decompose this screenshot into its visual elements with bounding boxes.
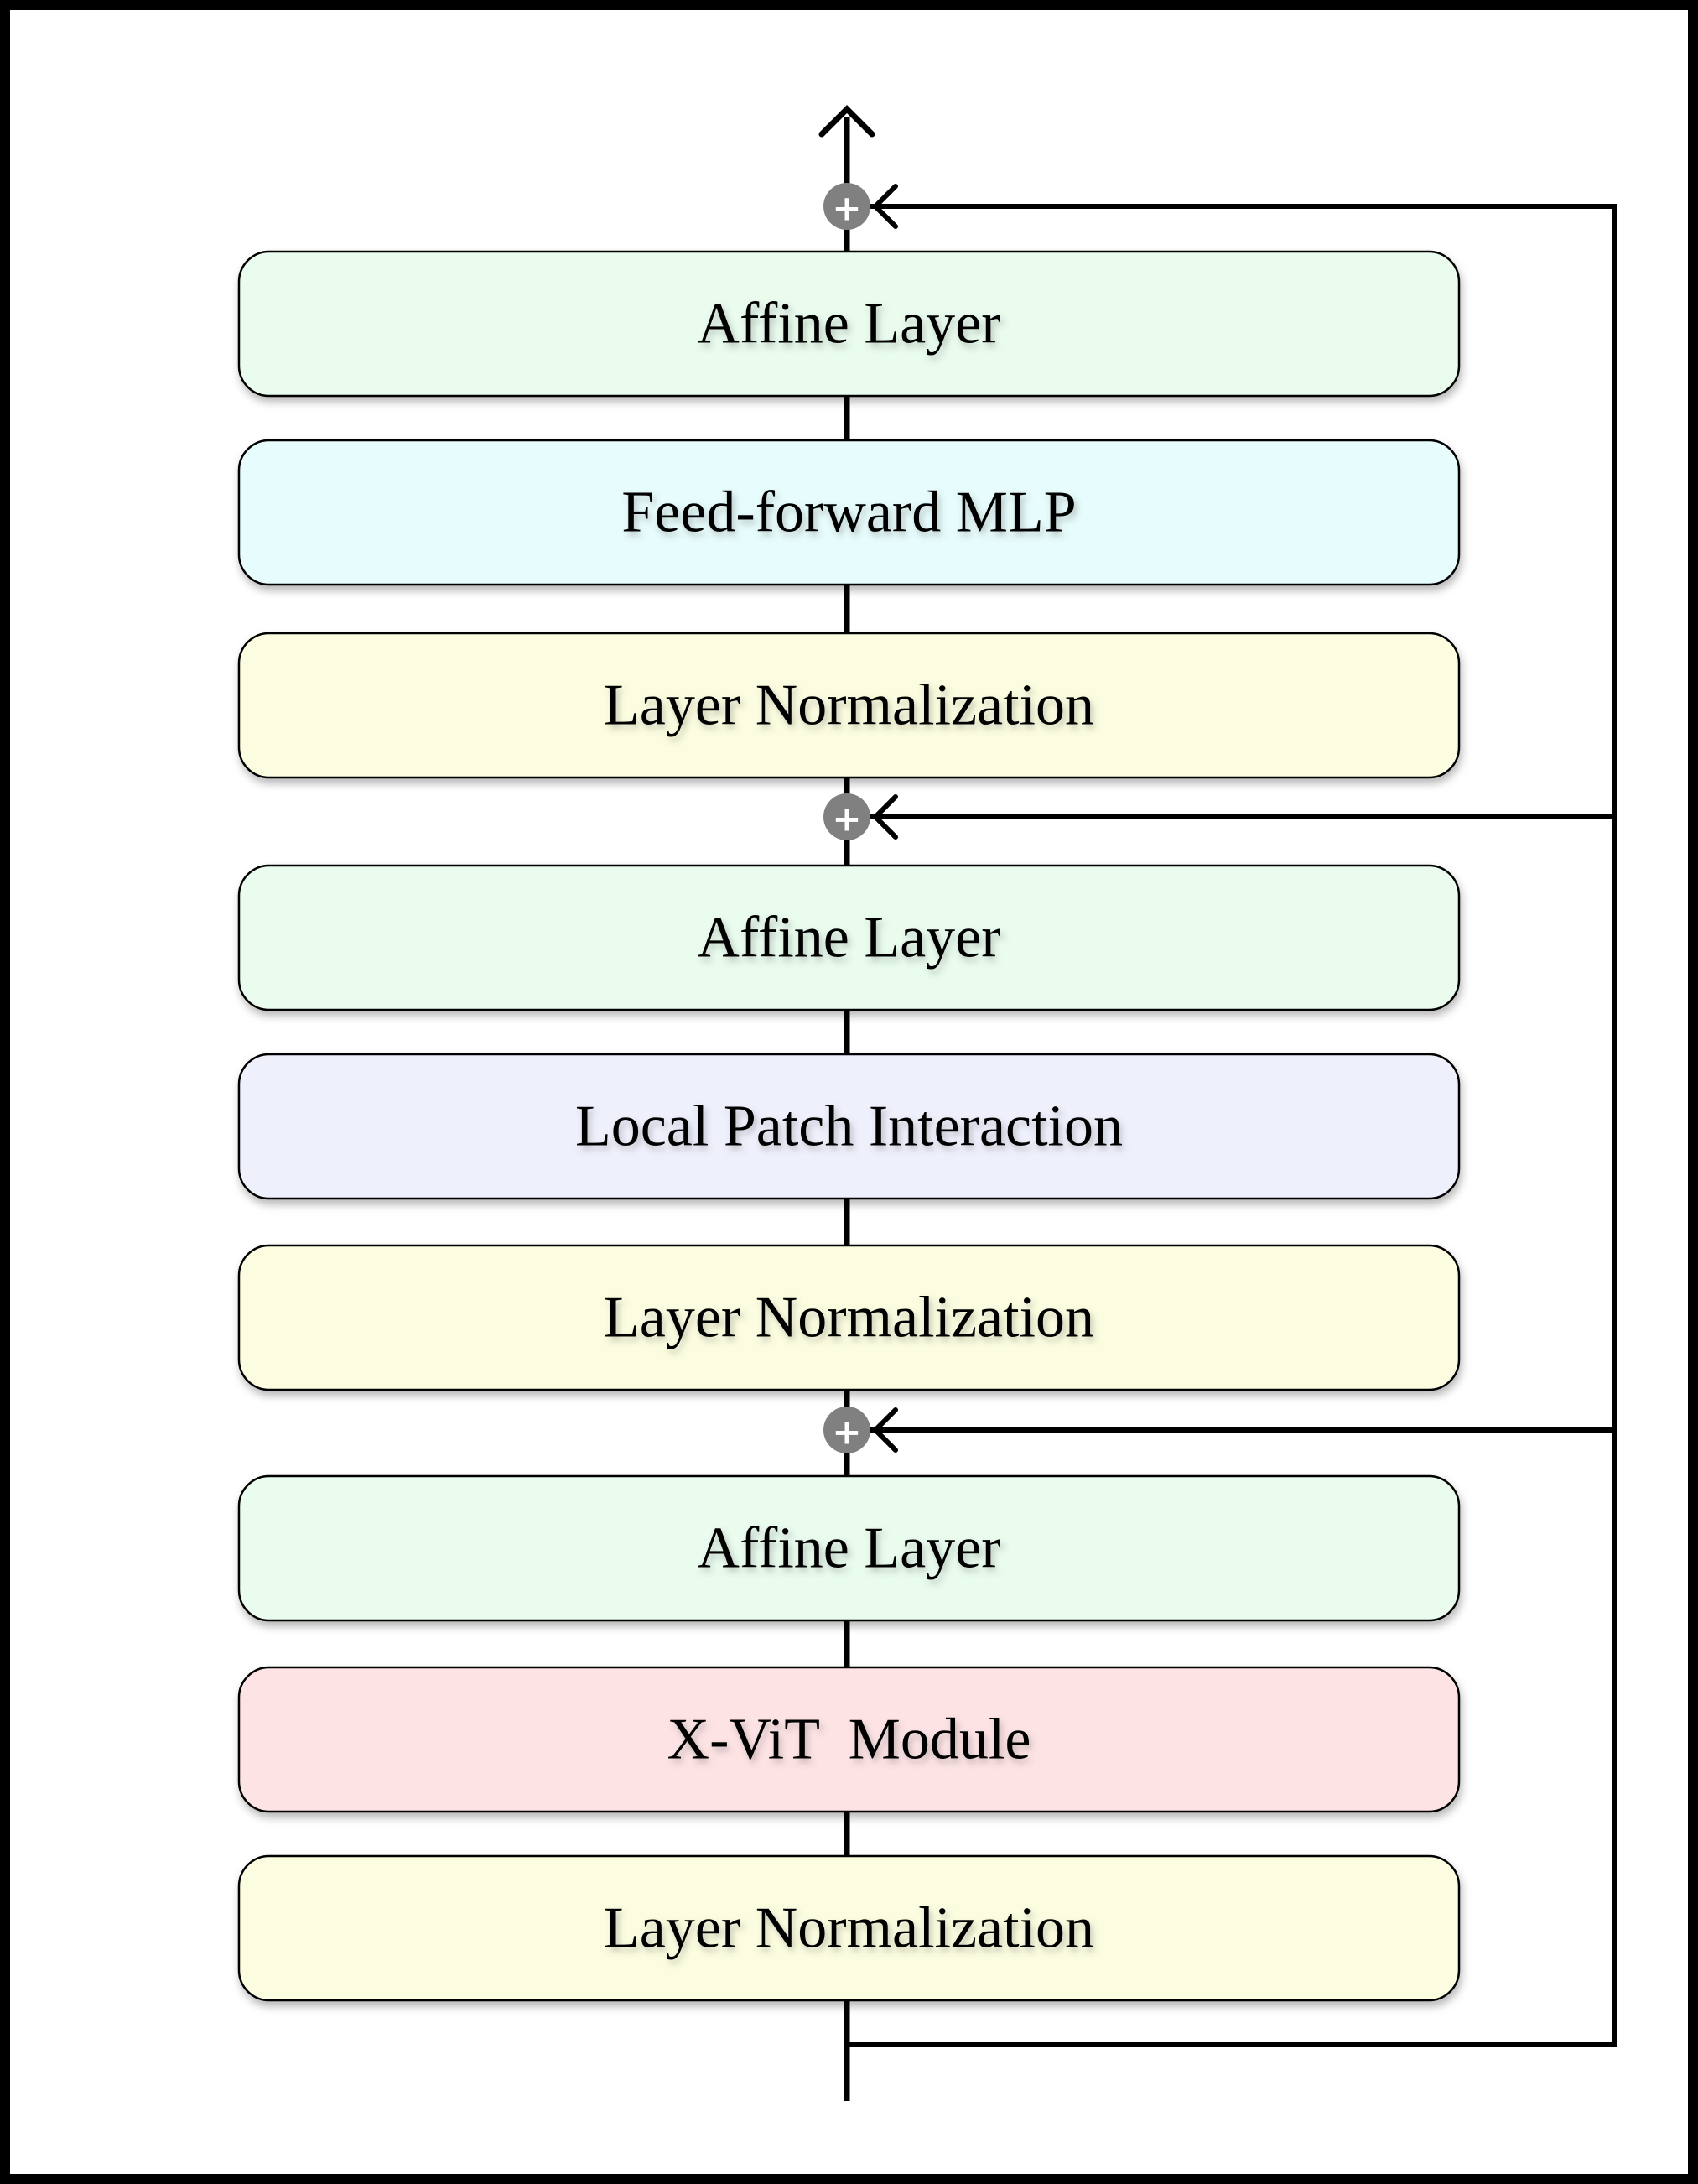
block-box [237, 1053, 1461, 1200]
block-label: Affine Layer [697, 906, 1000, 970]
block-label: Layer Normalization [604, 1286, 1094, 1350]
residual-skip-path [847, 204, 1617, 2047]
block-box [237, 1244, 1461, 1391]
block-box [237, 632, 1461, 779]
block-label: Feed-forward MLP [621, 481, 1076, 545]
block-box [237, 864, 1461, 1011]
add-node-circle [823, 793, 870, 840]
block-affine-layer: Affine Layer [237, 1474, 1461, 1622]
add-node-icon: + [823, 793, 898, 840]
block-label: X-ViT Module [667, 1708, 1031, 1772]
add-node-circle [823, 1407, 870, 1453]
arrow-left-icon [871, 794, 898, 840]
block-box [237, 439, 1461, 586]
add-node-symbol: + [832, 1412, 861, 1453]
block-label: Layer Normalization [604, 1896, 1094, 1961]
add-node-circle [823, 183, 870, 230]
add-node-symbol: + [832, 188, 861, 229]
arrow-left-icon [871, 1407, 898, 1453]
block-layer-normalization: Layer Normalization [237, 632, 1461, 779]
block-feed-forward-mlp: Feed-forward MLP [237, 439, 1461, 586]
block-label: Affine Layer [697, 1516, 1000, 1581]
block-affine-layer: Affine Layer [237, 250, 1461, 398]
block-box [237, 1854, 1461, 2002]
block-box [237, 1474, 1461, 1622]
block-layer-normalization: Layer Normalization [237, 1854, 1461, 2002]
block-affine-layer: Affine Layer [237, 864, 1461, 1011]
block-label: Affine Layer [697, 292, 1000, 356]
block-label: Local Patch Interaction [575, 1095, 1123, 1159]
block-label: Layer Normalization [604, 673, 1094, 738]
block-local-patch-interaction: Local Patch Interaction [237, 1053, 1461, 1200]
arrow-up-icon [818, 105, 875, 138]
block-box [237, 1666, 1461, 1813]
block-x-vit-module: X-ViT Module [237, 1666, 1461, 1813]
add-node-symbol: + [832, 798, 861, 840]
arrow-left-icon [871, 184, 898, 229]
block-layer-normalization: Layer Normalization [237, 1244, 1461, 1391]
block-box [237, 250, 1461, 398]
add-node-icon: + [823, 1407, 898, 1453]
add-node-icon: + [823, 183, 898, 230]
